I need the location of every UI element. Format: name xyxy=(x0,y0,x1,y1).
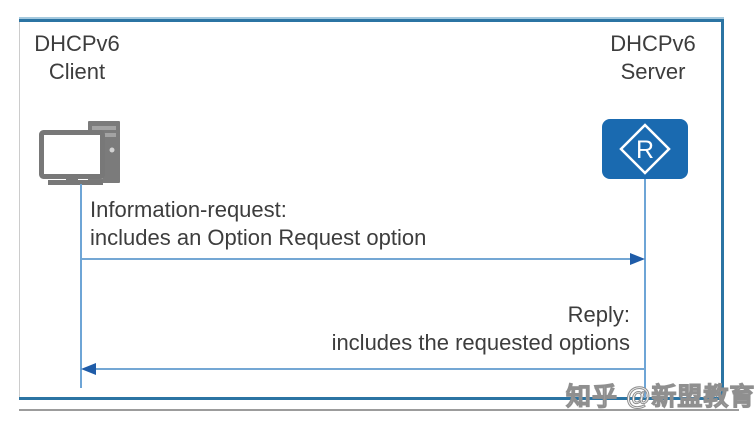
client-title: DHCPv6 Client xyxy=(22,30,132,86)
reply-label-line2: includes the requested options xyxy=(331,330,630,355)
client-title-line2: Client xyxy=(48,59,106,84)
frame-bottom-border xyxy=(19,397,724,400)
server-title: DHCPv6 Server xyxy=(598,30,708,86)
arrowhead-left-icon xyxy=(81,363,96,375)
information-request-arrow-line xyxy=(82,258,631,260)
client-lifeline xyxy=(80,184,82,388)
server-title-line2: Server xyxy=(620,59,686,84)
server-lifeline xyxy=(644,179,646,398)
frame-top-border xyxy=(19,17,724,22)
client-title-line1: DHCPv6 xyxy=(34,31,120,56)
router-icon: R xyxy=(602,119,688,181)
information-request-label-line1: Information-request: xyxy=(90,197,287,222)
bottom-gray-divider xyxy=(19,409,739,411)
reply-arrow-line xyxy=(96,368,645,370)
server-title-line1: DHCPv6 xyxy=(610,31,696,56)
frame-left-border xyxy=(19,22,20,397)
router-letter: R xyxy=(636,136,654,164)
desktop-computer-icon xyxy=(38,121,120,185)
information-request-label-line2: includes an Option Request option xyxy=(90,225,427,250)
reply-label-line1: Reply: xyxy=(567,302,630,327)
arrowhead-right-icon xyxy=(630,253,645,265)
frame-right-border xyxy=(721,19,724,400)
zhihu-watermark: 知乎 @新盟教育 xyxy=(565,383,754,412)
reply-label: Reply: includes the requested options xyxy=(280,301,630,357)
information-request-label: Information-request: includes an Option … xyxy=(90,196,426,252)
